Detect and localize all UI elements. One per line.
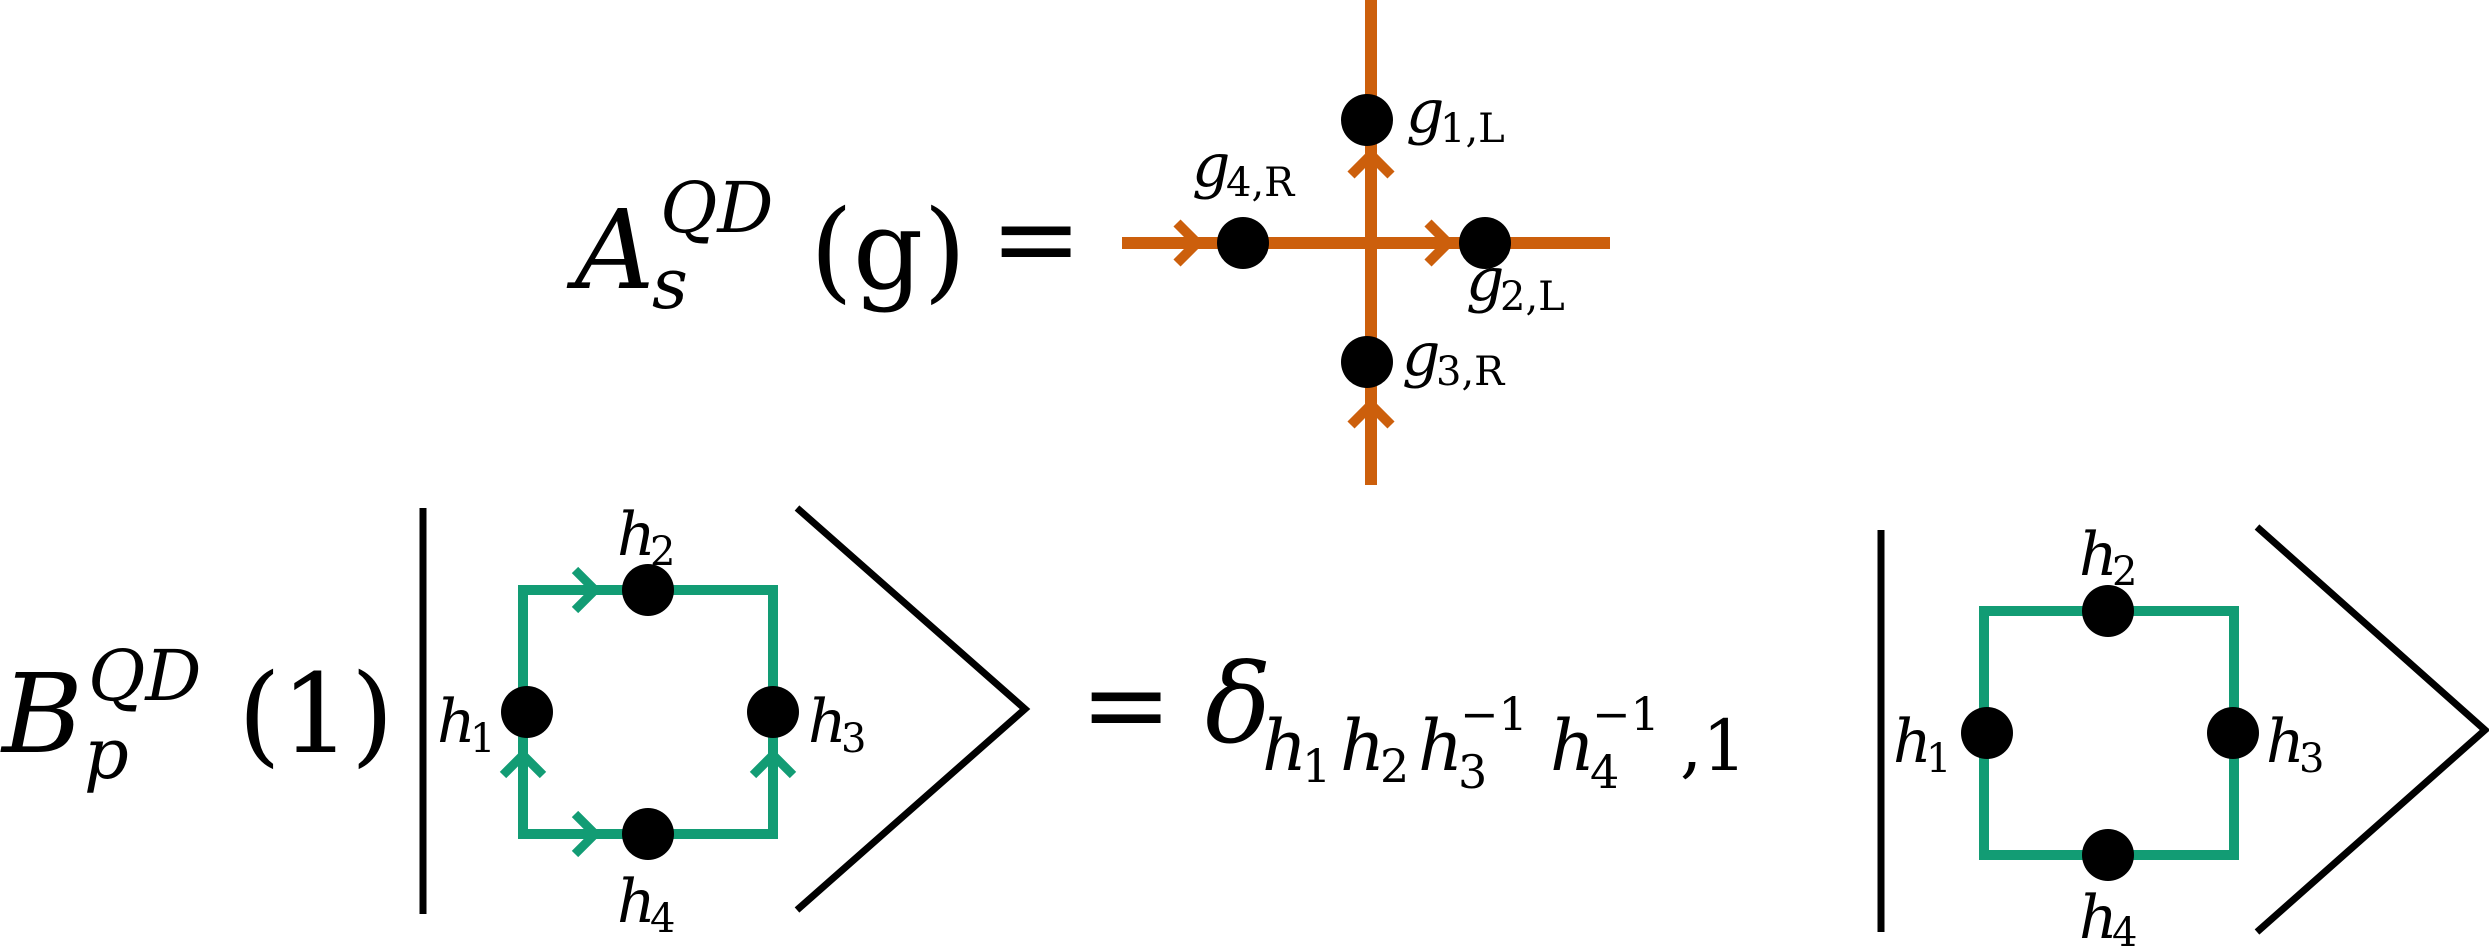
label-h1-sub: 1 bbox=[1926, 736, 1951, 782]
label-right-sub: 2,L bbox=[1500, 274, 1565, 320]
label-h3-base: h bbox=[2266, 707, 2305, 777]
label-h3-sub: 3 bbox=[2299, 736, 2324, 782]
label-h2-base: h bbox=[617, 500, 656, 570]
label-h4-sub: 4 bbox=[650, 896, 675, 942]
arrow-right-icon bbox=[1173, 219, 1205, 267]
plaquette-square-right bbox=[1979, 606, 2239, 860]
vertex-operator-equation: A QD s (g) = bbox=[566, 167, 1082, 325]
label-bottom-base: g bbox=[1402, 320, 1440, 390]
label-bottom-sub: 3,R bbox=[1436, 349, 1506, 395]
delta-sub-h2-idx: 2 bbox=[1380, 739, 1409, 793]
arrow-right-icon bbox=[571, 566, 602, 614]
arrow-right-icon bbox=[571, 810, 602, 858]
vertex-operator-symbol: A bbox=[566, 186, 654, 314]
plaquette-dot-top bbox=[2082, 585, 2134, 637]
vertex-equals-sign: = bbox=[990, 174, 1082, 302]
label-left-base: g bbox=[1192, 131, 1230, 201]
vertex-dot-top bbox=[1341, 94, 1393, 146]
plaquette-dot-top bbox=[622, 564, 674, 616]
plaquette-dot-left bbox=[1961, 707, 2013, 759]
plaquette-equals-sign: = bbox=[1080, 640, 1172, 768]
vertex-dot-right bbox=[1459, 217, 1511, 269]
vertex-operator-argument: (g) bbox=[810, 186, 966, 314]
plaquette-dot-left bbox=[501, 686, 553, 738]
delta-sub-h4: h bbox=[1550, 705, 1595, 787]
arrow-up-icon bbox=[499, 748, 547, 779]
delta-sub-h4-exp: −1 bbox=[1592, 687, 1660, 741]
delta-symbol: δ bbox=[1205, 640, 1271, 768]
label-h2-base: h bbox=[2079, 520, 2118, 590]
label-h4-base: h bbox=[2079, 883, 2118, 950]
plaquette-dot-right bbox=[747, 686, 799, 738]
label-left-sub: 4,R bbox=[1226, 160, 1296, 206]
vertex-operator-superscript: QD bbox=[660, 167, 774, 249]
arrow-up-icon bbox=[1347, 397, 1395, 429]
delta-sub-h4-idx: 4 bbox=[1590, 745, 1619, 799]
vertex-dot-left bbox=[1217, 217, 1269, 269]
left-ket: h 2 h 1 h 3 h 4 bbox=[419, 500, 1031, 942]
label-h4-base: h bbox=[617, 867, 656, 937]
ket-angle-left bbox=[794, 505, 1031, 913]
plaquette-operator-superscript: QD bbox=[88, 635, 202, 717]
plaquette-dot-bottom bbox=[622, 808, 674, 860]
delta-sub-h3: h bbox=[1418, 705, 1463, 787]
right-ket: h 2 h 1 h 3 h 4 bbox=[1877, 520, 2489, 950]
label-h3-sub: 3 bbox=[841, 716, 866, 762]
plaquette-dot-right bbox=[2207, 707, 2259, 759]
delta-sub-h2: h bbox=[1340, 705, 1385, 787]
label-top-base: g bbox=[1406, 77, 1444, 147]
delta-sub-h3-exp: −1 bbox=[1460, 687, 1528, 741]
plaquette-square-left bbox=[518, 585, 778, 839]
delta-sub-tail: ,1 bbox=[1680, 705, 1747, 787]
label-h1-base: h bbox=[437, 687, 476, 757]
delta-expression: = δ h 1 h 2 h 3 −1 h 4 −1 ,1 bbox=[1080, 640, 1747, 799]
arrow-right-icon bbox=[1424, 219, 1456, 267]
arrow-up-icon bbox=[749, 748, 797, 779]
ket-angle-right bbox=[2254, 524, 2489, 935]
plaquette-operator-equation: B QD p (1) bbox=[0, 635, 394, 795]
plaquette-operator-argument: (1) bbox=[238, 650, 394, 778]
vertex-operator-subscript: s bbox=[652, 243, 688, 325]
vertex-star-graph: g 1,L g 2,L g 3,R g 4,R bbox=[1122, 0, 1610, 485]
vertex-dot-bottom bbox=[1341, 336, 1393, 388]
plaquette-operator-symbol: B bbox=[0, 650, 83, 778]
arrow-up-icon bbox=[1347, 147, 1395, 179]
delta-sub-h3-idx: 3 bbox=[1458, 745, 1487, 799]
label-h2-sub: 2 bbox=[2112, 549, 2137, 595]
delta-sub-h1: h bbox=[1262, 705, 1307, 787]
delta-sub-h1-idx: 1 bbox=[1302, 739, 1331, 793]
label-h1-sub: 1 bbox=[470, 716, 495, 762]
label-right-base: g bbox=[1466, 245, 1504, 315]
label-h3-base: h bbox=[808, 687, 847, 757]
label-h2-sub: 2 bbox=[650, 529, 675, 575]
label-top-sub: 1,L bbox=[1440, 106, 1505, 152]
plaquette-dot-bottom bbox=[2082, 829, 2134, 881]
label-h4-sub: 4 bbox=[2112, 910, 2137, 950]
label-h1-base: h bbox=[1893, 707, 1932, 777]
plaquette-operator-subscript: p bbox=[84, 713, 129, 795]
